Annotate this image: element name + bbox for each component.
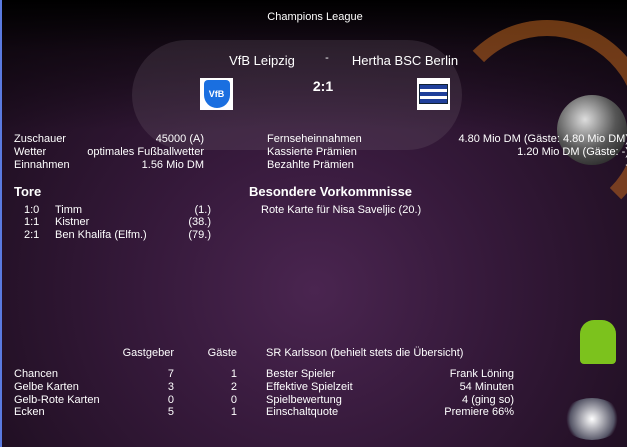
stat-home: 0 — [167, 394, 174, 406]
stat-away: 1 — [230, 368, 237, 380]
info-value: - — [402, 159, 627, 172]
goal-scorer: Timm — [55, 204, 83, 216]
competition-title: Champions League — [267, 11, 363, 23]
away-team-name: Hertha BSC Berlin — [351, 53, 459, 68]
stat-home: 5 — [167, 406, 174, 418]
mascot-ball-icon[interactable] — [562, 398, 622, 440]
home-team-logo: VfB — [200, 78, 233, 110]
info-label: Kassierte Prämien — [267, 146, 357, 158]
goal-minute: (79.) — [188, 229, 211, 241]
football-icon — [557, 95, 627, 165]
info-value: 1.56 Mio DM — [141, 159, 204, 171]
stat-home: 7 — [167, 368, 174, 380]
info-value: optimales Fußballwetter — [87, 146, 204, 158]
extra-value: Frank Löning — [449, 368, 514, 380]
stat-home: 3 — [167, 381, 174, 393]
goal-minute: (38.) — [188, 216, 211, 228]
events-heading: Besondere Vorkommnisse — [249, 184, 413, 199]
stat-label: Ecken — [14, 406, 45, 418]
goals-heading: Tore — [14, 184, 42, 199]
home-logo-text: VfB — [203, 80, 230, 108]
referee-note: SR Karlsson (behielt stets die Übersicht… — [266, 347, 464, 359]
extra-value: Premiere 66% — [444, 406, 514, 418]
match-score: 2:1 — [312, 78, 334, 94]
stat-away: 1 — [230, 406, 237, 418]
extra-label: Effektive Spielzeit — [266, 381, 353, 393]
mascot-crowd-image — [132, 40, 462, 150]
stat-away: 0 — [230, 394, 237, 406]
goal-scorer: Kistner — [55, 216, 90, 228]
away-team-logo — [417, 78, 450, 110]
info-label: Wetter — [14, 146, 47, 158]
extra-value: 54 Minuten — [459, 381, 514, 393]
team-separator: - — [325, 52, 329, 64]
stat-label: Gelbe Karten — [14, 381, 79, 393]
stat-label: Gelb-Rote Karten — [14, 394, 100, 406]
info-value: 45000 (A) — [155, 133, 204, 145]
event-item: Rote Karte für Nisa Saveljic (20.) — [261, 204, 422, 216]
info-label: Bezahlte Prämien — [267, 159, 354, 171]
info-label: Einnahmen — [14, 159, 70, 171]
mascot-green-icon[interactable] — [580, 320, 616, 364]
away-header: Gäste — [207, 347, 237, 359]
goal-scorer: Ben Khalifa (Elfm.) — [55, 229, 147, 241]
extra-value: 4 (ging so) — [462, 394, 514, 406]
info-label: Zuschauer — [14, 133, 66, 145]
home-header: Gastgeber — [122, 347, 174, 359]
info-value: 1.20 Mio DM (Gäste: -) — [517, 146, 627, 158]
stat-label: Chancen — [14, 368, 59, 380]
extra-label: Bester Spieler — [266, 368, 336, 380]
info-label: Fernseheinnahmen — [267, 133, 362, 145]
goal-score: 1:0 — [24, 204, 40, 216]
hertha-flag-icon — [419, 84, 448, 104]
goal-score: 2:1 — [24, 229, 40, 241]
goal-minute: (1.) — [194, 204, 212, 216]
info-value: 4.80 Mio DM (Gäste: 4.80 Mio DM) — [458, 133, 627, 145]
extra-label: Spielbewertung — [266, 394, 342, 406]
home-team-name: VfB Leipzig — [229, 53, 295, 68]
stat-away: 2 — [230, 381, 237, 393]
goal-score: 1:1 — [24, 216, 40, 228]
extra-label: Einschaltquote — [266, 406, 339, 418]
